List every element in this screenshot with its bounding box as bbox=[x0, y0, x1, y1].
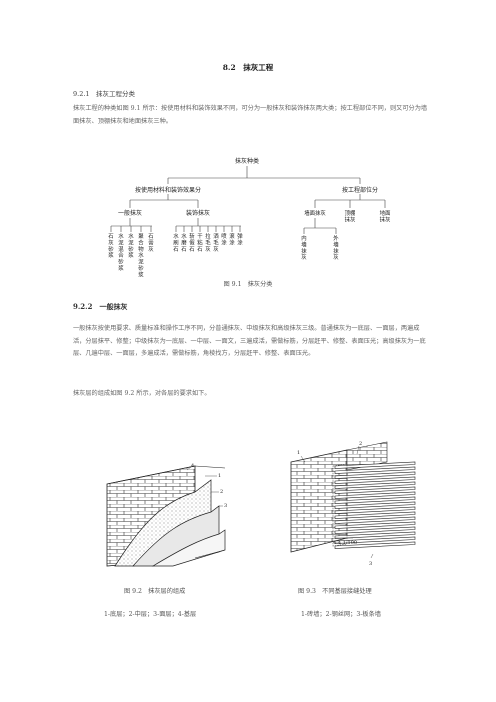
lath-board bbox=[334, 471, 416, 479]
general-item-0: 石灰砂浆 bbox=[108, 233, 114, 259]
decorative-item-7: 滚涂 bbox=[229, 232, 235, 246]
lath-board bbox=[334, 466, 416, 474]
decorative-item-3: 干粘石 bbox=[197, 233, 203, 253]
tree-decorative: 装饰抹灰 bbox=[186, 209, 210, 217]
tree-root: 抹灰种类 bbox=[235, 157, 259, 165]
general-item-4: 石膏灰 bbox=[148, 233, 154, 253]
decorative-item-2: 斩假石 bbox=[189, 232, 195, 253]
lath-board bbox=[334, 541, 416, 549]
figure-9-1-caption: 图 9.1 抹灰分类 bbox=[223, 281, 273, 288]
callout-2: 2 bbox=[220, 489, 223, 495]
lath-board bbox=[334, 491, 416, 499]
wall-item-1: 外墙抹灰 bbox=[333, 234, 339, 261]
tree-general: 一般抹灰 bbox=[118, 209, 142, 217]
decorative-item-1: 水磨石 bbox=[181, 232, 187, 253]
section-title: 8.2 抹灰工程 bbox=[222, 63, 274, 72]
figure-9-2-caption: 图 9.2 抹灰层的组成 bbox=[124, 588, 186, 595]
tree-floor: 地面抹灰 bbox=[380, 209, 391, 224]
plaster-layers-illustration: 4 1 2 3 bbox=[106, 463, 227, 567]
general-item-1: 水泥混合砂浆 bbox=[118, 232, 124, 272]
paragraph-layer-intro: 抹灰层的组成如图 9.2 所示，对各层的要求如下。 bbox=[73, 390, 211, 397]
figure-9-2-legend: 1-底层；2-中层；3-面层；4-基层 bbox=[104, 611, 197, 618]
lath-board bbox=[334, 496, 416, 504]
general-item-3: 聚合物水泥砂浆 bbox=[138, 233, 144, 278]
tree-branch-material: 按使用材料和装饰效果分 bbox=[135, 186, 201, 194]
classification-tree: 抹灰种类 按使用材料和装饰效果分 按工程部位分 一般抹灰 装饰抹灰 墙面抹灰 顶棚… bbox=[108, 157, 391, 278]
figure-9-3-caption: 图 9.3 不同基层接缝处理 bbox=[298, 588, 372, 595]
lath-board bbox=[334, 526, 416, 534]
lath-board bbox=[334, 476, 416, 484]
callout-2: 2 bbox=[359, 441, 362, 447]
paragraph-general-plaster: 一般抹灰按使用要求、质量标准和操作工序不同，分普通抹灰、中级抹灰和高级抹灰三级。… bbox=[73, 325, 426, 357]
tree-branch-location: 按工程部位分 bbox=[342, 186, 378, 194]
lath-board bbox=[334, 536, 416, 544]
callout-1: 1 bbox=[218, 473, 221, 479]
subsection-title-classification: 9.2.1 抹灰工程分类 bbox=[73, 90, 136, 98]
lath-board bbox=[334, 511, 416, 519]
lath-board bbox=[334, 501, 416, 509]
wall-item-0: 内墙抹灰 bbox=[301, 234, 307, 261]
lath-board bbox=[334, 531, 416, 539]
tree-wall: 墙面抹灰 bbox=[304, 209, 326, 217]
callout-1: 1 bbox=[297, 450, 300, 456]
callout-3: 3 bbox=[224, 503, 227, 509]
lath-board bbox=[334, 521, 416, 529]
joint-treatment-illustration: 1 2 3 4-4 1:100 bbox=[290, 441, 416, 567]
general-item-2: 水泥砂浆 bbox=[128, 232, 134, 259]
decorative-item-4: 拉毛灰 bbox=[205, 232, 211, 253]
decorative-item-6: 喷涂 bbox=[221, 232, 227, 246]
paragraph-classification: 抹灰工程的种类如图 9.1 所示：按使用材料和装饰效果不同，可分为一般抹灰和装饰… bbox=[73, 105, 428, 125]
decorative-item-8: 弹涂 bbox=[237, 232, 243, 246]
lath-board bbox=[334, 481, 416, 489]
figure-9-3-legend: 1-砖墙；2-钢丝网；3-板条墙 bbox=[301, 611, 381, 618]
lath-board bbox=[334, 506, 416, 514]
decorative-item-0: 水刷石 bbox=[173, 232, 179, 253]
tree-ceiling: 顶棚抹灰 bbox=[345, 209, 356, 224]
lath-board bbox=[334, 461, 416, 469]
lath-board bbox=[334, 516, 416, 524]
section-label: 4-4 1:100 bbox=[333, 540, 357, 546]
lath-board bbox=[334, 486, 416, 494]
callout-3: 3 bbox=[369, 561, 372, 567]
subsection-title-general-plaster: 9.2.2 一般抹灰 bbox=[73, 302, 128, 311]
callout-4: 4 bbox=[191, 463, 194, 469]
decorative-item-5: 洒毛灰 bbox=[213, 232, 219, 253]
